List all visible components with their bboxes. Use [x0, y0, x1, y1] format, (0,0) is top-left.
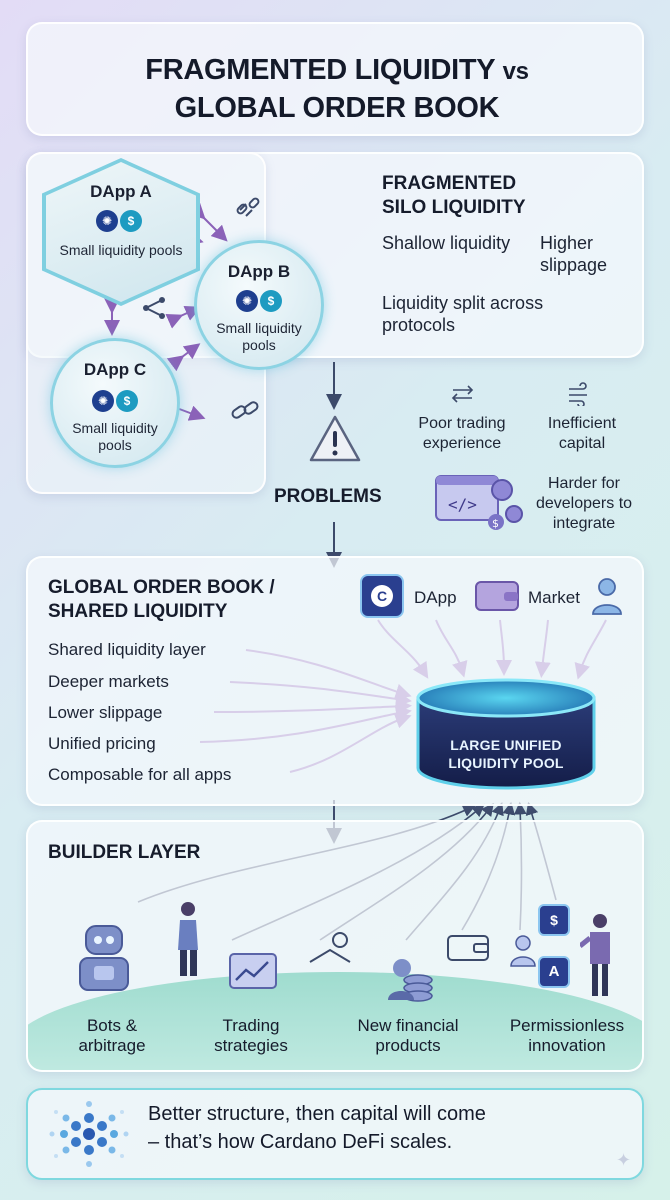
- cardano-logo-icon: [49, 1101, 129, 1167]
- footer-line2: – that’s how Cardano DeFi scales.: [148, 1131, 453, 1153]
- usd-app-icon: $: [538, 904, 570, 936]
- title-line2: GLOBAL ORDER BOOK: [174, 92, 500, 124]
- title-vs: vs: [502, 58, 529, 85]
- warning-icon: [309, 415, 361, 462]
- feature-shared-layer: Shared liquidity layer: [48, 640, 206, 659]
- point-higher-slippage: Higher slippage: [540, 233, 608, 275]
- global-heading: GLOBAL ORDER BOOK / SHARED LIQUIDITY: [48, 576, 275, 624]
- developer-code-icon: </> $: [435, 475, 523, 530]
- point-liquidity-split: Liquidity split across protocols: [382, 293, 544, 335]
- usd-coin-icon: $: [116, 390, 138, 412]
- coins-stack-icon: [388, 959, 433, 1002]
- liquidity-pool-cylinder: [416, 678, 596, 790]
- footer-tagline: Better structure, then capital will come…: [148, 1100, 638, 1156]
- footer-line1: Better structure, then capital will come: [148, 1103, 486, 1125]
- dapp-a-pool: Small liquidity pools: [59, 242, 183, 258]
- svg-text:</>: </>: [448, 495, 477, 514]
- page-title: FRAGMENTED LIQUIDITY vs GLOBAL ORDER BOO…: [28, 52, 646, 126]
- broken-link-icon: [236, 197, 260, 217]
- cardano-coin-icon: ✺: [92, 390, 114, 412]
- person-pointing-icon: [580, 914, 610, 996]
- a-app-icon: A: [538, 956, 570, 988]
- chain-link-icon: [231, 401, 259, 419]
- network-nodes-icon: [143, 297, 165, 319]
- fragmented-heading-line2: SILO LIQUIDITY: [382, 197, 526, 218]
- global-heading-line2: SHARED LIQUIDITY: [48, 601, 228, 622]
- source-market-label: Market: [528, 588, 580, 607]
- usd-coin-icon: $: [120, 210, 142, 232]
- builder-bots-label: Bots & arbitrage: [78, 1016, 146, 1055]
- wallet-icon: [475, 581, 519, 611]
- footer-panel: [26, 1088, 644, 1180]
- wallet-small-icon: [447, 935, 489, 961]
- pool-label: LARGE UNIFIED LIQUIDITY POOL: [414, 736, 598, 772]
- wind-flow-icon: [569, 382, 587, 406]
- sparkle-icon: ✦: [616, 1150, 632, 1170]
- user-small-icon: [510, 935, 536, 967]
- builder-strategies-label: Trading strategies: [214, 1016, 288, 1055]
- fragmented-heading: FRAGMENTED SILO LIQUIDITY: [382, 172, 526, 220]
- global-heading-line1: GLOBAL ORDER BOOK /: [48, 577, 275, 598]
- people-network-icon: [309, 932, 351, 963]
- dapp-b-title: DApp B: [227, 262, 291, 281]
- dapp-a-hexagon: [46, 162, 196, 302]
- feature-composable: Composable for all apps: [48, 765, 232, 784]
- problem-harder-integrate: Harder for developers to integrate: [535, 475, 633, 532]
- title-panel: FRAGMENTED LIQUIDITY vs GLOBAL ORDER BOO…: [26, 22, 644, 136]
- problem-poor-trading: Poor trading experience: [418, 415, 506, 452]
- pool-label-line2: LIQUIDITY POOL: [448, 755, 564, 771]
- point-shallow-liquidity: Shallow liquidity: [382, 233, 511, 253]
- cardano-app-icon: C: [360, 574, 404, 618]
- dapp-c-title: DApp C: [83, 360, 147, 379]
- dapp-b-pool: Small liquidity pools: [216, 320, 302, 353]
- trading-arrows-icon: [451, 385, 474, 403]
- feature-unified-pricing: Unified pricing: [48, 734, 156, 753]
- robot-icon: [79, 925, 129, 991]
- cardano-coin-icon: ✺: [236, 290, 258, 312]
- feature-lower-slippage: Lower slippage: [48, 703, 163, 722]
- fragmented-heading-line1: FRAGMENTED: [382, 173, 517, 194]
- chart-screen-icon: [229, 953, 277, 989]
- pool-label-line1: LARGE UNIFIED: [450, 737, 562, 753]
- cardano-coin-icon: ✺: [96, 210, 118, 232]
- dapp-c-circle: [50, 338, 180, 468]
- usd-coin-icon: $: [260, 290, 282, 312]
- builder-heading: BUILDER LAYER: [48, 842, 201, 863]
- person-standing-icon: [178, 902, 198, 976]
- dapp-b-circle: [194, 240, 324, 370]
- dapp-c-pool: Small liquidity pools: [72, 420, 158, 453]
- builder-innovation-label: Permissionless innovation: [509, 1016, 625, 1055]
- svg-text:$: $: [492, 517, 499, 530]
- user-icon: [592, 578, 622, 615]
- builder-products-label: New financial products: [357, 1016, 459, 1055]
- title-line1: FRAGMENTED LIQUIDITY: [145, 54, 495, 86]
- problem-inefficient-capital: Inefficient capital: [547, 415, 617, 452]
- feature-deeper-markets: Deeper markets: [48, 672, 169, 691]
- source-dapp-label: DApp: [414, 588, 457, 607]
- problems-label: PROBLEMS: [274, 486, 382, 507]
- dapp-a-title: DApp A: [90, 182, 152, 201]
